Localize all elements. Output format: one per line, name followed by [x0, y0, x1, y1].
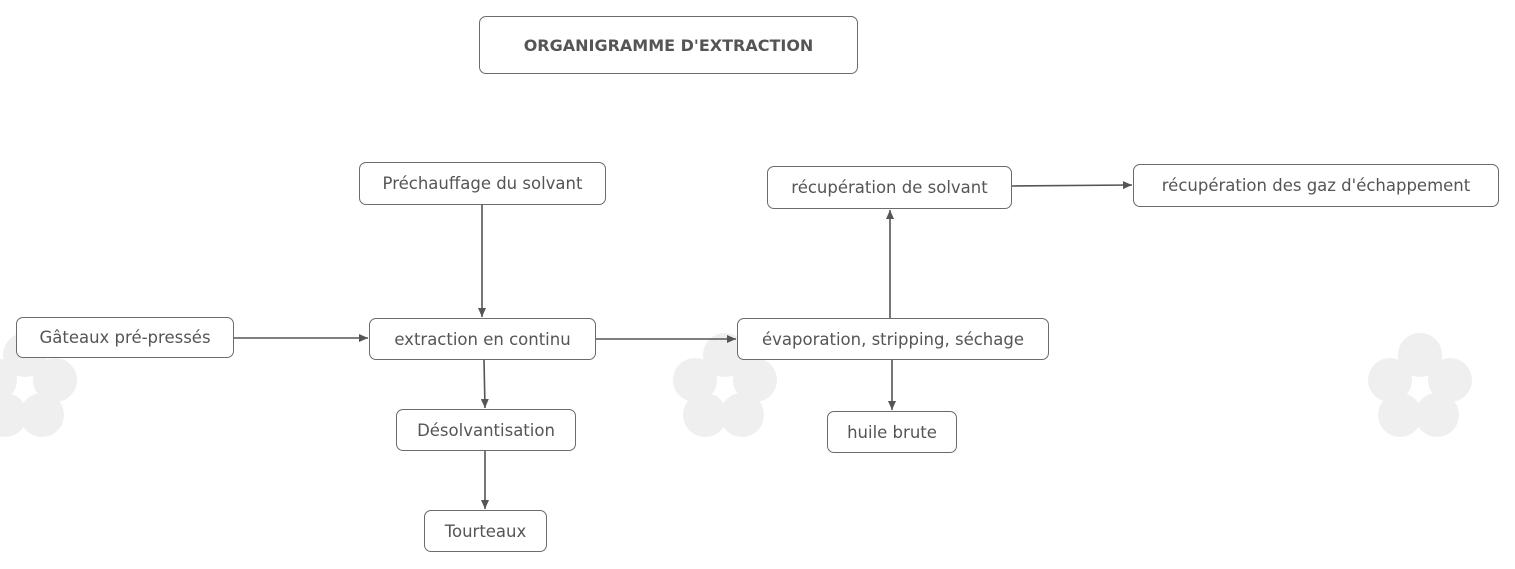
- node-tourteaux: Tourteaux: [424, 510, 547, 552]
- node-extraction: extraction en continu: [369, 318, 596, 360]
- node-prechauffage: Préchauffage du solvant: [359, 162, 606, 205]
- node-recuperation-gaz: récupération des gaz d'échappement: [1133, 164, 1499, 207]
- node-recuperation-solvant: récupération de solvant: [767, 166, 1012, 209]
- node-desolvantisation: Désolvantisation: [396, 409, 576, 451]
- node-gateaux: Gâteaux pré-pressés: [16, 317, 234, 358]
- arrow-recuperation-solvant-to-gaz: [1011, 181, 1133, 190]
- arrow-extraction-to-desolvantisation: [480, 359, 489, 409]
- node-evaporation: évaporation, stripping, séchage: [737, 318, 1049, 360]
- node-huile-brute: huile brute: [827, 411, 957, 453]
- diagram-title: ORGANIGRAMME D'EXTRACTION: [479, 16, 858, 74]
